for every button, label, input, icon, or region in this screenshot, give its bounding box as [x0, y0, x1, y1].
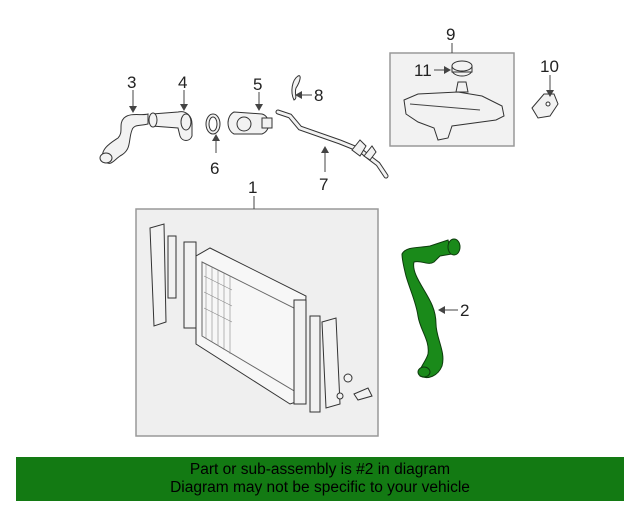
callout-5: 5	[253, 75, 262, 94]
callout-4: 4	[178, 73, 187, 92]
part-7-pipe[interactable]	[275, 109, 389, 179]
info-banner: Part or sub-assembly is #2 in diagram Di…	[16, 457, 624, 501]
callout-3: 3	[127, 73, 136, 92]
callout-2: 2	[460, 301, 469, 320]
part-5-thermostat[interactable]	[227, 111, 273, 135]
part-4-water-outlet[interactable]	[148, 111, 193, 141]
callout-11: 11	[414, 61, 432, 80]
callout-10: 10	[540, 57, 559, 76]
callout-7: 7	[319, 175, 328, 194]
part-10-bracket[interactable]	[531, 93, 559, 119]
callout-9: 9	[446, 25, 455, 44]
callout-6: 6	[210, 159, 219, 178]
part-6-gasket[interactable]	[205, 113, 221, 135]
parts-diagram: 3 4 6 5 8 7	[99, 25, 559, 437]
banner-line-2: Diagram may not be specific to your vehi…	[170, 479, 470, 496]
part-1-radiator-assembly[interactable]	[135, 208, 379, 437]
part-11-cap[interactable]	[451, 60, 473, 77]
part-2-radiator-hose[interactable]	[401, 238, 461, 379]
callout-8: 8	[314, 86, 323, 105]
part-3-hose[interactable]	[99, 113, 149, 164]
callout-1: 1	[248, 178, 257, 197]
banner-line-1: Part or sub-assembly is #2 in diagram	[189, 461, 451, 478]
part-8-clip[interactable]	[291, 75, 301, 101]
